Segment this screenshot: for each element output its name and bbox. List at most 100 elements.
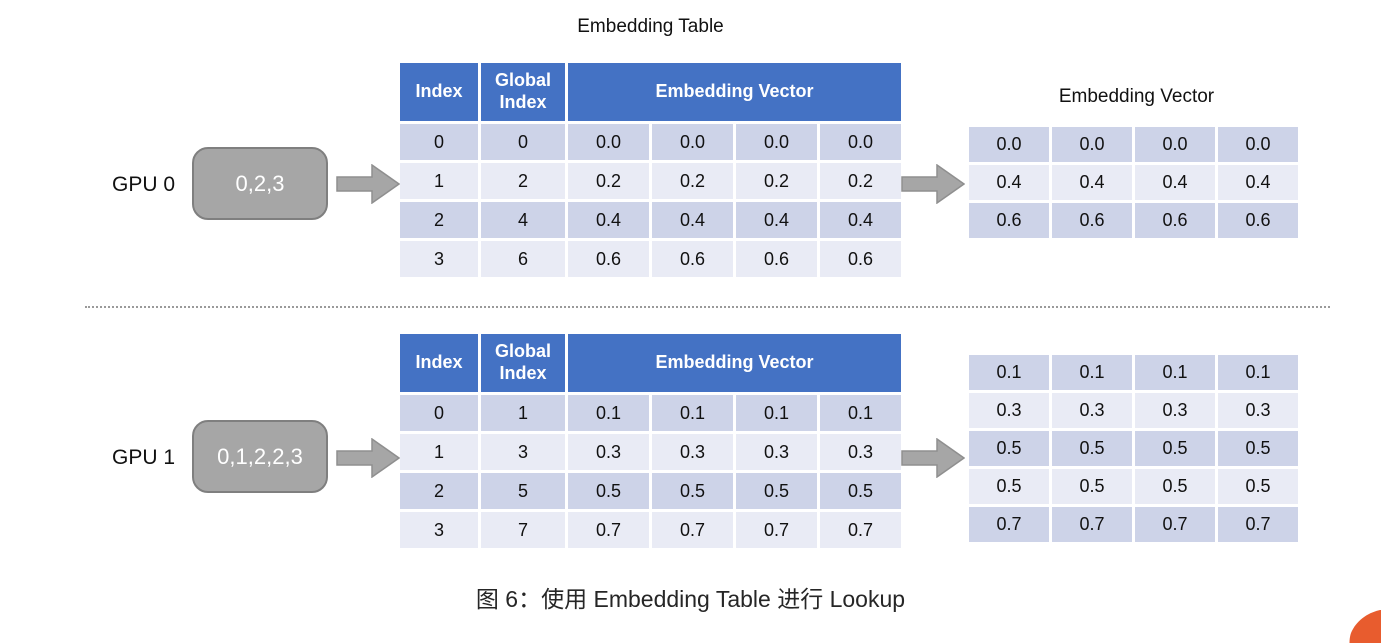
table-cell: 0.2 [568, 163, 649, 199]
table-cell: 0.6 [820, 241, 901, 277]
table-cell: 0.0 [652, 124, 733, 160]
table-cell: 0.5 [969, 469, 1049, 504]
table-cell: 0.5 [568, 473, 649, 509]
logo-flame-icon [1349, 610, 1381, 643]
table-cell: 0.0 [1052, 127, 1132, 162]
table-cell: 0.7 [1135, 507, 1215, 542]
table-cell: 2 [481, 163, 565, 199]
table-cell: 1 [400, 434, 478, 470]
table-cell: 5 [481, 473, 565, 509]
table-cell: 0.7 [820, 512, 901, 548]
table-cell: 0.5 [1135, 469, 1215, 504]
table-cell: 0.6 [652, 241, 733, 277]
table-cell: 0.3 [568, 434, 649, 470]
table-cell: 0 [481, 124, 565, 160]
table-cell: 0.7 [736, 512, 817, 548]
arrow-right-icon [901, 438, 965, 478]
table-cell: 0.0 [736, 124, 817, 160]
table-cell: 0.3 [736, 434, 817, 470]
arrow-right-icon [336, 164, 400, 204]
table-cell: 0.4 [1135, 165, 1215, 200]
table-cell: 0.5 [736, 473, 817, 509]
table-cell: 0.0 [1135, 127, 1215, 162]
table-cell: 0.5 [1052, 469, 1132, 504]
table-cell: 7 [481, 512, 565, 548]
table-header-row: Index Global Index Embedding Vector [400, 334, 901, 392]
table-cell: 0.4 [652, 202, 733, 238]
table-cell: 0.0 [969, 127, 1049, 162]
table-cell: 0.5 [820, 473, 901, 509]
table-cell: 0.3 [969, 393, 1049, 428]
column-header-embedding-vector: Embedding Vector [568, 63, 901, 121]
table-cell: 0.1 [1052, 355, 1132, 390]
gpu0-indices-box: 0,2,3 [192, 147, 328, 220]
table-cell: 0.4 [820, 202, 901, 238]
gpu0-label: GPU 0 [112, 173, 176, 196]
table-cell: 3 [400, 241, 478, 277]
gpu1-indices-box: 0,1,2,2,3 [192, 420, 328, 493]
table-cell: 0.2 [820, 163, 901, 199]
table-cell: 0.4 [1052, 165, 1132, 200]
table-cell: 0.6 [1135, 203, 1215, 238]
column-header-embedding-vector: Embedding Vector [568, 334, 901, 392]
table-cell: 0.6 [736, 241, 817, 277]
table-cell: 3 [400, 512, 478, 548]
table-cell: 0.3 [820, 434, 901, 470]
table-cell: 0.2 [736, 163, 817, 199]
table-cell: 0.1 [652, 395, 733, 431]
table-cell: 0.5 [969, 431, 1049, 466]
table-cell: 0.3 [652, 434, 733, 470]
table-cell: 0.0 [820, 124, 901, 160]
table-cell: 1 [400, 163, 478, 199]
table-cell: 0.7 [568, 512, 649, 548]
gpu1-label: GPU 1 [112, 446, 176, 469]
arrow-right-icon [901, 164, 965, 204]
column-header-index: Index [400, 63, 478, 121]
table-cell: 0.5 [1218, 469, 1298, 504]
table-cell: 0.4 [1218, 165, 1298, 200]
table-cell: 3 [481, 434, 565, 470]
table-cell: 0.3 [1135, 393, 1215, 428]
table-cell: 0.5 [652, 473, 733, 509]
table-cell: 1 [481, 395, 565, 431]
table-cell: 0 [400, 124, 478, 160]
table-cell: 0.6 [969, 203, 1049, 238]
table-cell: 0.2 [652, 163, 733, 199]
table-cell: 0.5 [1218, 431, 1298, 466]
table-cell: 0.7 [652, 512, 733, 548]
table-cell: 0.7 [1218, 507, 1298, 542]
gpu1-indices-text: 0,1,2,2,3 [217, 443, 303, 469]
table-cell: 0.6 [568, 241, 649, 277]
column-header-index: Index [400, 334, 478, 392]
table-cell: 0.3 [1052, 393, 1132, 428]
gpu0-indices-text: 0,2,3 [235, 170, 285, 196]
table-cell: 0.5 [1135, 431, 1215, 466]
table-cell: 0.5 [1052, 431, 1132, 466]
table-cell: 0.0 [568, 124, 649, 160]
table-cell: 0.4 [736, 202, 817, 238]
table-cell: 0.0 [1218, 127, 1298, 162]
table-cell: 0.7 [1052, 507, 1132, 542]
table-cell: 6 [481, 241, 565, 277]
table-cell: 0.4 [568, 202, 649, 238]
table-header-row: Index Global Index Embedding Vector [400, 63, 901, 121]
table-cell: 0.3 [1218, 393, 1298, 428]
